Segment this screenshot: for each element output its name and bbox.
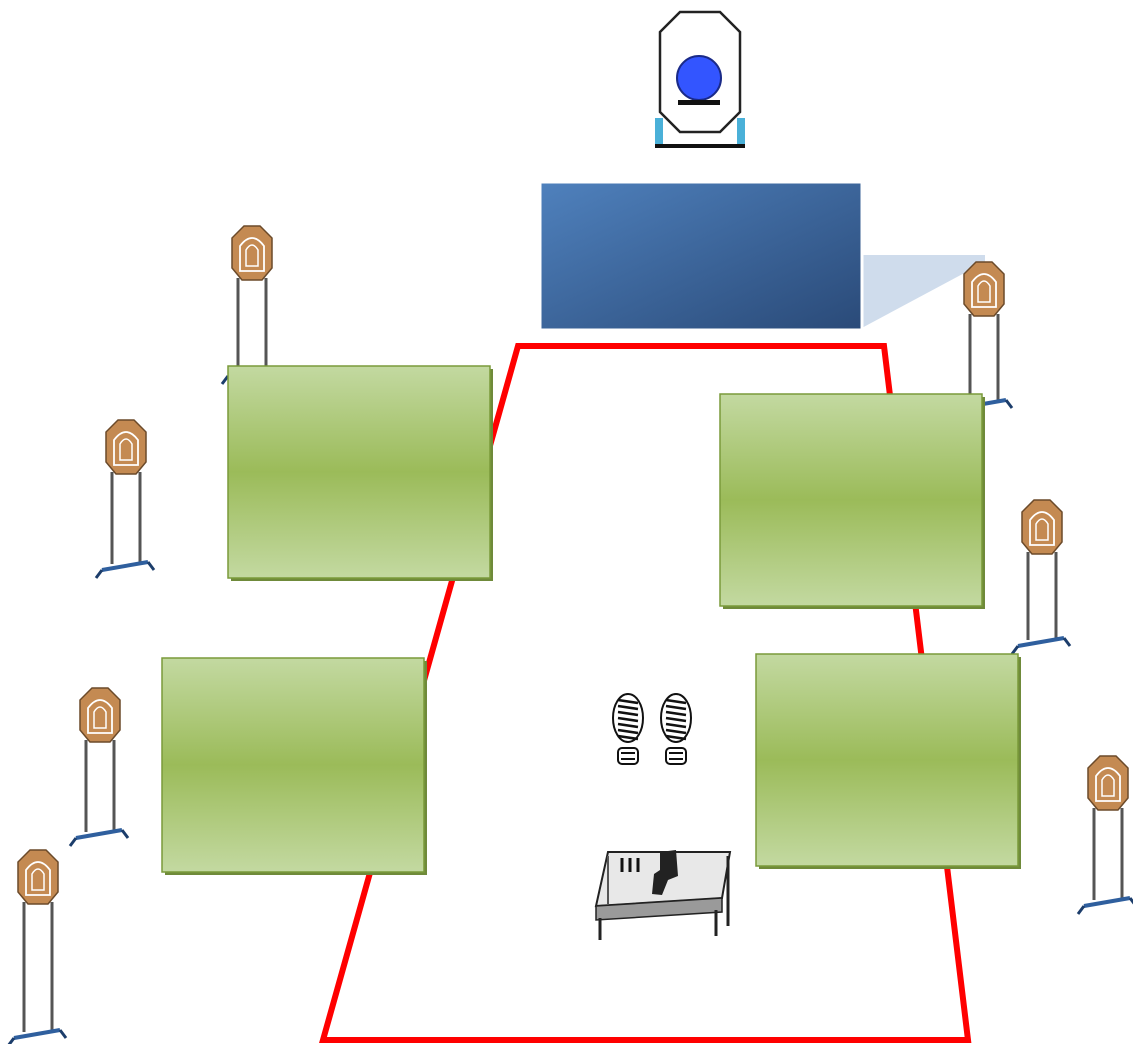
target-stand-foot-right: [146, 561, 156, 571]
target-scoring-zone-outer: [239, 237, 265, 272]
target-scoring-zone-inner: [1035, 518, 1049, 541]
target-stand-foot-right: [120, 829, 130, 839]
sole-tread: [665, 734, 687, 741]
target-scoring-zone-inner: [119, 438, 133, 461]
sole-tread: [665, 710, 687, 717]
target-scoring-zone-inner: [31, 868, 45, 891]
sole-tread: [617, 716, 639, 723]
table-with-pistol-and-magazines-icon: [594, 850, 732, 940]
target-stand-base: [13, 1028, 61, 1040]
left-shoe-print: [612, 693, 644, 765]
paper-target-icon: [1076, 755, 1133, 915]
target-face: [231, 225, 273, 281]
barricade-4: [755, 653, 1019, 867]
sole-tread: [665, 728, 687, 735]
target-scoring-zone-inner: [245, 244, 259, 267]
sole-tread: [617, 704, 639, 711]
footprints-icon: [612, 693, 692, 765]
paper-target-icon: [68, 687, 130, 847]
target-scoring-zone-outer: [1029, 511, 1055, 546]
sole-tread: [617, 728, 639, 735]
table-edge: [595, 897, 723, 921]
target-stand-foot-left: [1076, 905, 1086, 915]
target-stand-foot-left: [68, 837, 78, 847]
targets-layer: [7, 225, 1133, 1044]
target-stand-foot-left: [220, 375, 230, 385]
sole-tread: [665, 698, 687, 705]
foreground-layer: [161, 10, 1021, 940]
target-scoring-zone-outer: [971, 273, 997, 308]
target-scoring-zone-outer: [87, 699, 113, 734]
paper-target-icon: [94, 419, 156, 579]
paper-target-icon: [1010, 499, 1072, 655]
target-stand-foot-right: [58, 1029, 68, 1039]
pistol: [652, 850, 678, 895]
target-face: [1087, 755, 1129, 811]
target-scoring-zone-outer: [25, 861, 51, 896]
barricade-3: [161, 657, 425, 873]
target-face: [17, 849, 59, 905]
target-scoring-zone-inner: [977, 280, 991, 303]
shoe-heel: [665, 747, 687, 765]
target-face: [105, 419, 147, 475]
paper-target-icon: [952, 261, 1014, 417]
target-stand-foot-left: [94, 569, 104, 579]
target-stand-foot-left: [7, 1037, 16, 1044]
right-shoe-print: [660, 693, 692, 765]
sole-tread: [617, 722, 639, 729]
sole-tread: [617, 734, 639, 741]
popper-stand-left: [655, 118, 663, 146]
barricade-1: [227, 365, 491, 579]
sole-tread: [665, 716, 687, 723]
popper-bar: [678, 100, 720, 105]
target-stand-foot-right: [1128, 897, 1133, 905]
sole-tread: [665, 722, 687, 729]
paper-target-icon: [220, 225, 282, 385]
target-stand-foot-right: [1062, 637, 1072, 647]
background-layer: [319, 180, 985, 1043]
sole-tread: [665, 704, 687, 711]
target-scoring-zone-outer: [1095, 767, 1121, 802]
shoe-heel: [617, 747, 639, 765]
target-scoring-zone-inner: [1101, 774, 1115, 797]
paper-target-icon: [7, 849, 68, 1044]
target-face: [79, 687, 121, 743]
target-stand-base: [1083, 896, 1131, 908]
target-stand-base: [1017, 636, 1065, 648]
popper-stand-right: [737, 118, 745, 146]
target-scoring-zone-outer: [113, 431, 139, 466]
popper-steel-target-icon: [655, 10, 745, 148]
target-stand-foot-right: [1004, 399, 1014, 409]
barricade-2: [719, 393, 983, 607]
sole-tread: [617, 710, 639, 717]
wall-shadow-wedge: [858, 255, 985, 330]
target-stand-foot-left: [1010, 645, 1020, 655]
wall-panel: [538, 180, 864, 332]
target-stand-base: [75, 828, 123, 840]
sole-tread: [617, 698, 639, 705]
target-face: [1021, 499, 1063, 555]
target-face: [963, 261, 1005, 317]
target-stand-base: [101, 560, 149, 572]
popper-plate: [676, 55, 722, 101]
target-scoring-zone-inner: [93, 706, 107, 729]
